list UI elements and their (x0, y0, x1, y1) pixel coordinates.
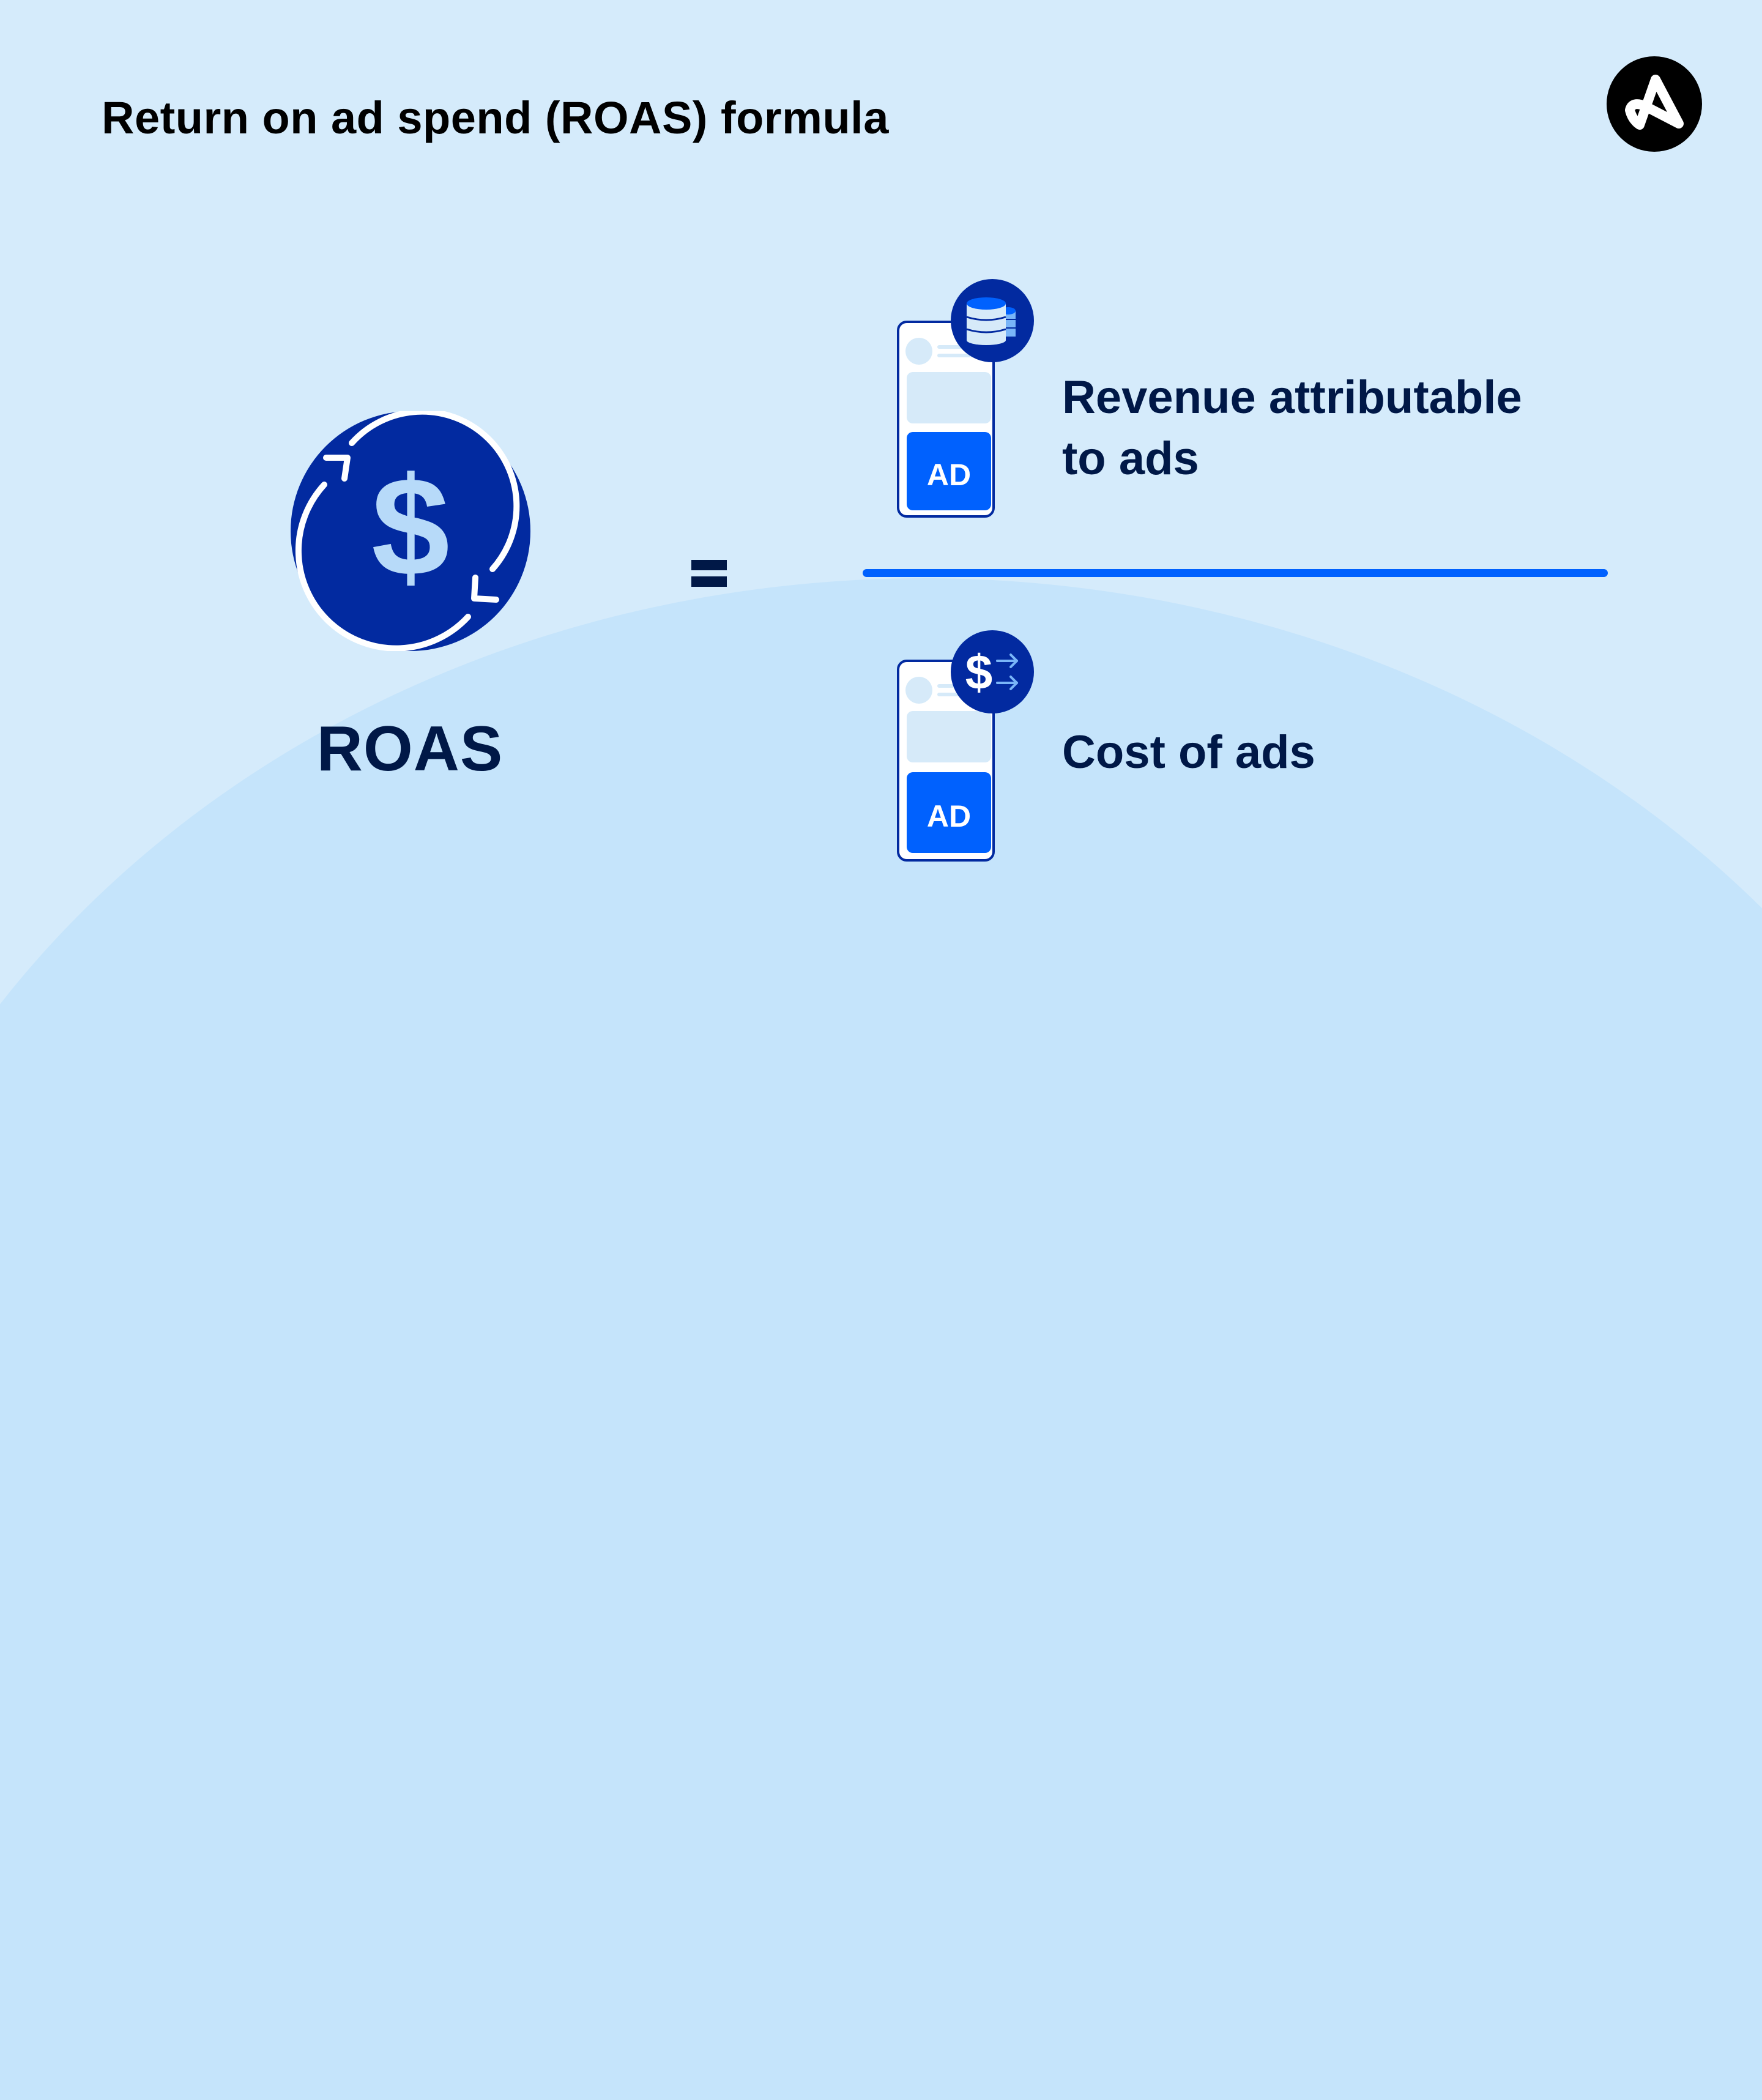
fraction-bar (863, 569, 1608, 577)
brand-logo (1605, 55, 1703, 153)
dollar-cycle-icon: $ (291, 408, 530, 652)
ad-block: AD (907, 432, 991, 510)
svg-text:$: $ (965, 645, 993, 699)
phone-ad-illustration-revenue: AD (897, 321, 995, 518)
equals-sign (691, 560, 728, 590)
svg-text:$: $ (371, 448, 450, 605)
roas-label: ROAS (316, 713, 504, 784)
numerator-line2: to ads (1062, 433, 1199, 485)
brand-a-logo-icon (1607, 56, 1702, 152)
denominator-text: Cost of ads (1062, 726, 1315, 778)
coin-stack-icon (966, 297, 1016, 345)
roas-dollar-cycle: $ (291, 408, 530, 652)
numerator-text: Revenue attributable to ads (1062, 367, 1522, 490)
avatar-placeholder (905, 338, 932, 365)
avatar-placeholder (905, 677, 932, 704)
ad-block: AD (907, 772, 991, 853)
content-placeholder (907, 372, 991, 423)
dollar-outflow-icon: $ (965, 645, 1018, 699)
background-arc-shape (0, 578, 1762, 2100)
page-title: Return on ad spend (ROAS) formula (102, 92, 889, 143)
content-placeholder (907, 711, 991, 762)
cost-badge: $ (951, 630, 1034, 713)
numerator-line1: Revenue attributable (1062, 371, 1522, 423)
revenue-badge (951, 279, 1034, 362)
